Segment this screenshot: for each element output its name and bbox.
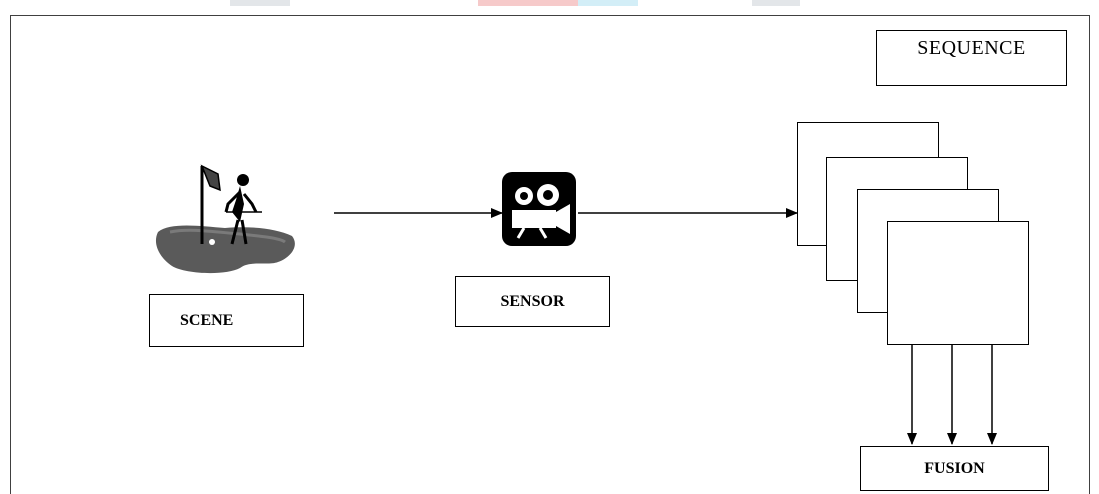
sensor-label: SENSOR [455, 276, 610, 327]
sequence-label: SEQUENCE [876, 30, 1067, 86]
diagram-frame [10, 15, 1090, 494]
scene-label: SCENE [149, 294, 304, 347]
fusion-label: FUSION [860, 446, 1049, 491]
top-band-blue [578, 0, 638, 6]
top-band-gray-right [752, 0, 800, 6]
sequence-frame-4 [887, 221, 1029, 345]
top-band-gray-left [230, 0, 290, 6]
top-band-red [478, 0, 578, 6]
